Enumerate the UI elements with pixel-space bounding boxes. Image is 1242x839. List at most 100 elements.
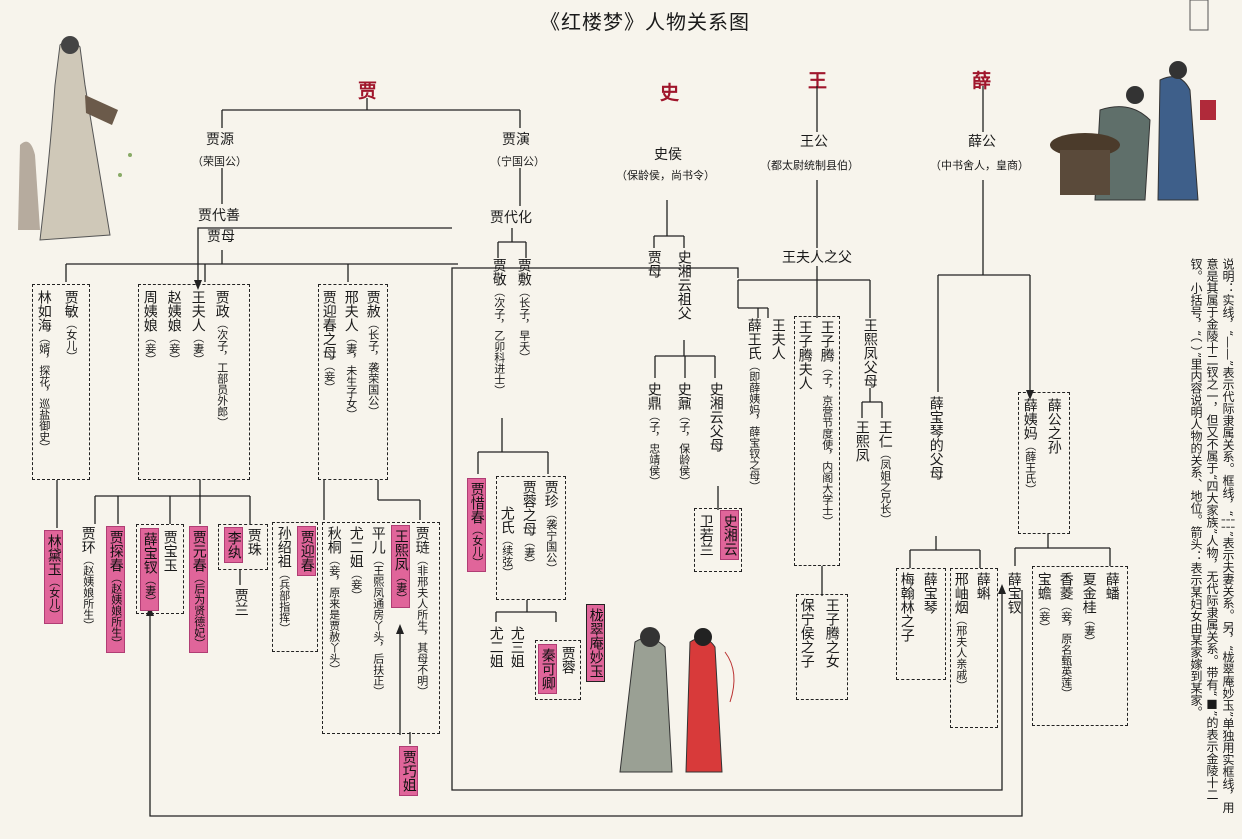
jiarong-mother: 贾蓉之母（妻） xyxy=(520,480,537,569)
xue-baochai: 薛宝钗（妻） xyxy=(140,528,159,611)
jia-she: 贾赦（长子，袭荣国公） xyxy=(364,290,381,417)
couple-box-xueke xyxy=(950,568,998,728)
wang-gong-title: （都太尉统制县伯） xyxy=(760,159,859,172)
xiang-ling: 香菱（妾，原名甄英莲） xyxy=(1057,572,1074,699)
couple-box-lin xyxy=(32,284,90,480)
page-title: 《红楼梦》人物关系图 xyxy=(540,10,750,34)
couple-illustration xyxy=(619,627,735,773)
couple-box-jiazhen xyxy=(496,476,566,600)
qin-keqing: 秦可卿 xyxy=(538,644,557,694)
clan-shi: 史 xyxy=(660,82,680,104)
left-lady-illustration xyxy=(18,36,132,241)
shi-hou: 史侯 xyxy=(654,147,682,163)
couple-box-jiarong xyxy=(535,640,581,700)
xia-jingui: 夏金桂（妻） xyxy=(1080,572,1097,647)
jia-tanchun: 贾探春（赵姨娘所生） xyxy=(106,526,125,653)
couple-box-baoyu xyxy=(136,524,184,614)
jia-fu: 贾敷（长子，早夭） xyxy=(515,258,532,363)
right-ladies-illustration xyxy=(1050,0,1216,201)
sun-shaozu: 孙绍祖（兵部指挥） xyxy=(275,526,292,634)
baoning-son: 保宁侯之子 xyxy=(798,598,815,668)
couple-box-xuepan xyxy=(1032,566,1128,726)
jia-yuanchun: 贾元春（后为贤德妃） xyxy=(189,526,208,653)
xue-wangshi: 薛王氏（即薛姨妈，薛宝钗之母） xyxy=(745,318,762,492)
xuegong-grandson: 薛公之孙 xyxy=(1045,398,1062,454)
jia-jing: 贾敬（次子，乙卯科进士） xyxy=(490,258,507,396)
shi-xiangyun: 史湘云 xyxy=(720,510,739,560)
couple-box-jiazhu xyxy=(218,524,268,570)
couple-box-xiangyun xyxy=(694,508,742,572)
couple-box-baoqin xyxy=(896,568,946,680)
jia-yuan-title: （荣国公） xyxy=(192,155,247,168)
xing-furen: 邢夫人（妻，未生子女） xyxy=(342,290,359,420)
xue-gong: 薛公 xyxy=(968,134,996,150)
jia-daihua: 贾代化 xyxy=(490,210,532,226)
lin-ruhai: 林如海（婿，探花，巡盐御史） xyxy=(35,290,52,453)
couple-box-baoning xyxy=(796,594,848,700)
you-sanjie: 尤三姐 xyxy=(508,626,525,668)
jia-yingchun: 贾迎春 xyxy=(297,526,316,576)
couple-box-yingchun xyxy=(272,522,318,652)
baoqin-parents: 薛宝琴的父母 xyxy=(927,396,944,480)
legend-note: 说明：实线，“——”表示代际隶属关系。框线，“┆┆”表示夫妻关系。另，“栊翠庵妙… xyxy=(1189,258,1235,814)
jia-lan: 贾兰 xyxy=(232,588,249,616)
you-erjie-ning: 尤二姐 xyxy=(487,626,504,668)
xue-yima: 薛姨妈（薛王氏） xyxy=(1021,398,1038,495)
jia-zhen: 贾珍（袭宁国公） xyxy=(542,480,559,574)
qiu-tong: 秋桐（妾，原来是贾赦丫头） xyxy=(325,526,342,675)
mei-hanlin-son: 梅翰林之子 xyxy=(898,572,915,642)
jia-xichun: 贾惜春（女儿） xyxy=(467,478,486,572)
li-wan: 李纨 xyxy=(224,527,243,563)
lin-daiyu: 林黛玉（女儿） xyxy=(44,530,63,624)
zhao-yiniang: 赵姨娘（妾） xyxy=(165,290,182,365)
couple-box-jiazheng xyxy=(138,284,250,480)
wang-ziteng: 王子腾（子，京营节度使，内阁大学士） xyxy=(818,320,835,527)
xiangyun-grandfather: 史湘云祖父 xyxy=(675,250,692,320)
wang-furen: 王夫人（妻） xyxy=(189,290,206,365)
xiangyun-parents: 史湘云父母 xyxy=(707,382,724,452)
jia-zhu: 贾珠 xyxy=(245,528,262,556)
clan-wang: 王 xyxy=(808,70,828,92)
xue-gong-title: （中书舍人，皇商） xyxy=(930,159,1029,172)
wang-xifeng-wang: 王熙凤 xyxy=(853,420,870,462)
couple-box-xueyima xyxy=(1018,392,1070,534)
ping-er: 平儿（王熙凤通房丫头，后扶正） xyxy=(369,526,386,697)
wang-xifeng: 王熙凤（妻） xyxy=(391,525,410,608)
jia-rong: 贾蓉 xyxy=(559,646,576,674)
you-erjie: 尤二姐（妾） xyxy=(347,526,364,601)
xing-xiuyan: 邢岫烟（邢夫人亲戚） xyxy=(952,572,969,691)
wang-furen-wang: 王夫人 xyxy=(769,318,786,360)
couple-box-ziteng xyxy=(794,316,840,566)
xifeng-parents: 王熙凤父母 xyxy=(861,318,878,388)
shi-hou-title: （保龄侯，尚书令） xyxy=(616,169,715,182)
xue-ke: 薛蝌 xyxy=(974,572,991,600)
clan-xue: 薛 xyxy=(972,70,992,92)
miaoyu: 栊翠庵妙玉 xyxy=(586,604,605,682)
shi-nai: 史鼐（子，保龄侯） xyxy=(675,382,692,487)
jia-baoyu: 贾宝玉 xyxy=(161,530,178,572)
zhou-yiniang: 周姨娘（妾） xyxy=(141,290,158,365)
wang-ren: 王仁（凤姐之兄长） xyxy=(876,420,893,525)
yingchun-mother: 贾迎春之母（妾） xyxy=(320,290,337,393)
jia-yan-title: （宁国公） xyxy=(490,155,545,168)
jia-yuan: 贾源 xyxy=(206,132,234,148)
jia-mu: 贾母 xyxy=(207,229,235,245)
bao-chan: 宝蟾（妾） xyxy=(1035,572,1052,633)
jia-qiaojie: 贾巧姐 xyxy=(399,746,418,796)
you-shi: 尤氏（续弦） xyxy=(498,506,515,578)
wei-ruolan: 卫若兰 xyxy=(697,514,714,556)
jia-lian: 贾琏（非邢夫人所生，其母不明） xyxy=(413,526,430,697)
xue-baoqin: 薛宝琴 xyxy=(921,572,938,614)
couple-box-jiashe xyxy=(318,284,388,480)
jia-zheng: 贾政（次子，工部员外郎） xyxy=(213,290,230,428)
ziteng-daughter: 王子腾之女 xyxy=(823,598,840,668)
jia-daishan: 贾代善 xyxy=(198,208,240,224)
wang-gong: 王公 xyxy=(800,134,828,150)
shi-ding: 史鼎（子，忠靖侯） xyxy=(645,382,662,487)
wang-ziteng-furen: 王子腾夫人 xyxy=(796,320,813,390)
clan-jia: 贾 xyxy=(358,80,378,102)
xue-baochai-xue: 薛宝钗 xyxy=(1005,572,1022,614)
jia-mu-shi: 贾母 xyxy=(645,250,662,278)
jia-huan: 贾环（赵姨娘所生） xyxy=(79,526,96,631)
